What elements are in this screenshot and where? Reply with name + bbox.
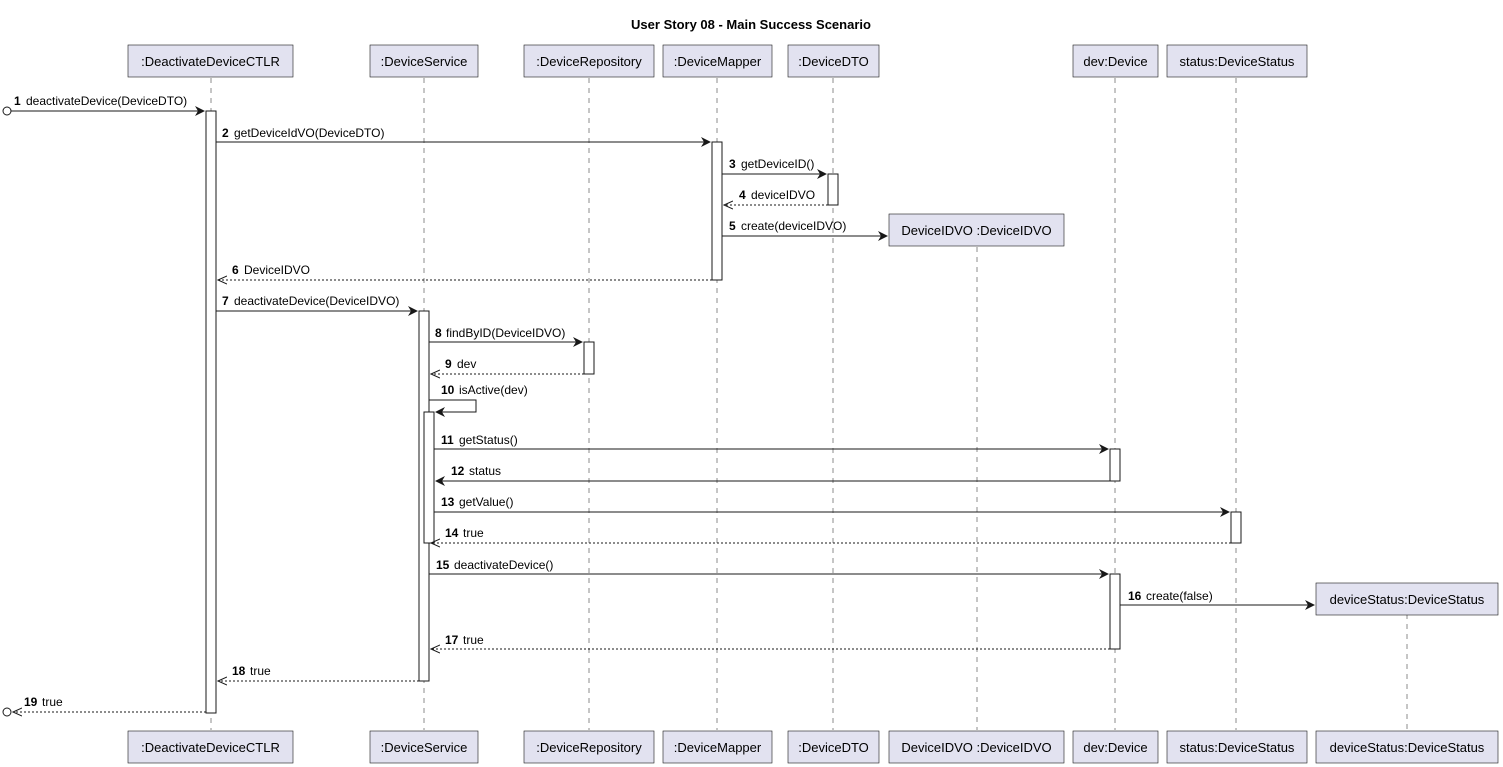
activation-repo [583,341,595,375]
participant-label-status: status:DeviceStatus [1180,54,1295,69]
participants-bottom: :DeactivateDeviceCTLR :DeviceService :De… [127,730,1499,764]
activation-device-2 [1109,573,1121,650]
participant-label-ctlr-bottom: :DeactivateDeviceCTLR [141,740,280,755]
message-7-label: deactivateDevice(DeviceIDVO) [234,294,399,308]
message-13-label: getValue() [459,495,513,509]
message-7-number: 7 [222,294,229,308]
participant-box-ctlr [127,44,294,78]
participant-label-idvo: DeviceIDVO :DeviceIDVO [901,223,1051,238]
participant-label-idvo-bottom: DeviceIDVO :DeviceIDVO [901,740,1051,755]
participants-created: DeviceIDVO :DeviceIDVO deviceStatus:Devi… [888,213,1499,616]
participant-label-repo: :DeviceRepository [536,54,642,69]
participant-box-mapper [662,44,773,78]
message-19-number: 19 [24,695,38,709]
activation-mapper [711,141,723,281]
message-17-number: 17 [445,633,459,647]
participant-box-idvo-bottom [888,730,1065,764]
participant-label-service-bottom: :DeviceService [381,740,468,755]
activation-service-nested [423,411,435,544]
message-15-label: deactivateDevice() [454,558,553,572]
message-1-number: 1 [14,94,21,108]
participant-label-service: :DeviceService [381,54,468,69]
message-6-number: 6 [232,263,239,277]
participant-box-dto [787,44,880,78]
message-3-label: getDeviceID() [741,157,814,171]
message-13-number: 13 [441,495,455,509]
participant-box-dto-bottom [787,730,880,764]
message-16-label: create(false) [1146,589,1213,603]
exit-point-19 [2,707,12,717]
message-19-label: true [42,695,63,709]
participant-box-newstatus [1315,582,1499,616]
message-14-label: true [463,526,484,540]
message-4-label: deviceIDVO [751,188,815,202]
participant-label-device: dev:Device [1083,54,1147,69]
message-1-label: deactivateDevice(DeviceDTO) [26,94,187,108]
activation-status [1230,511,1242,544]
participant-label-dto-bottom: :DeviceDTO [798,740,869,755]
participant-box-mapper-bottom [662,730,773,764]
participant-label-newstatus-bottom: deviceStatus:DeviceStatus [1330,740,1485,755]
message-8-label: findByID(DeviceIDVO) [446,326,565,340]
activation-bars [205,110,1242,714]
message-12-label: status [469,464,501,478]
message-4-number: 4 [739,188,746,202]
participant-box-status-bottom [1166,730,1308,764]
message-10-number: 10 [441,383,455,397]
activation-ctlr [205,110,217,714]
message-10-arrow [429,399,477,417]
message-10-label: isActive(dev) [459,383,528,397]
participant-box-repo-bottom [523,730,655,764]
activation-device-1 [1109,448,1121,482]
message-11-number: 11 [441,433,454,447]
participant-box-ctlr-bottom [127,730,294,764]
message-5-number: 5 [729,219,736,233]
message-5-label: create(deviceIDVO) [741,219,846,233]
participant-box-idvo [888,213,1065,247]
messages: 1 deactivateDevice(DeviceDTO) 2 getDevic… [2,94,1315,717]
message-15-number: 15 [436,558,450,572]
message-8-number: 8 [435,326,442,340]
message-2-label: getDeviceIdVO(DeviceDTO) [234,126,385,140]
participant-box-newstatus-bottom [1315,730,1499,764]
message-9-label: dev [457,357,476,371]
participant-label-status-bottom: status:DeviceStatus [1180,740,1295,755]
entry-point-1 [2,106,12,116]
message-12-number: 12 [451,464,465,478]
participant-label-device-bottom: dev:Device [1083,740,1147,755]
message-11-label: getStatus() [459,433,518,447]
participant-label-ctlr: :DeactivateDeviceCTLR [141,54,280,69]
message-18-number: 18 [232,664,246,678]
participant-box-repo [523,44,655,78]
lifelines [210,78,1408,730]
participant-box-status [1166,44,1308,78]
message-14-number: 14 [445,526,459,540]
participant-box-service-bottom [369,730,479,764]
participants-top: :DeactivateDeviceCTLR :DeviceService :De… [127,44,1308,78]
message-6-label: DeviceIDVO [244,263,310,277]
participant-label-mapper-bottom: :DeviceMapper [674,740,762,755]
participant-box-service [369,44,479,78]
participant-label-dto: :DeviceDTO [798,54,869,69]
participant-label-repo-bottom: :DeviceRepository [536,740,642,755]
message-18-label: true [250,664,271,678]
participant-box-device [1072,44,1159,78]
message-17-label: true [463,633,484,647]
message-9-number: 9 [445,357,452,371]
activation-dto [827,173,839,206]
message-16-number: 16 [1128,589,1142,603]
diagram-title: User Story 08 - Main Success Scenario [631,17,871,32]
message-3-number: 3 [729,157,736,171]
participant-box-device-bottom [1072,730,1159,764]
participant-label-newstatus: deviceStatus:DeviceStatus [1330,592,1485,607]
participant-label-mapper: :DeviceMapper [674,54,762,69]
message-2-number: 2 [222,126,229,140]
